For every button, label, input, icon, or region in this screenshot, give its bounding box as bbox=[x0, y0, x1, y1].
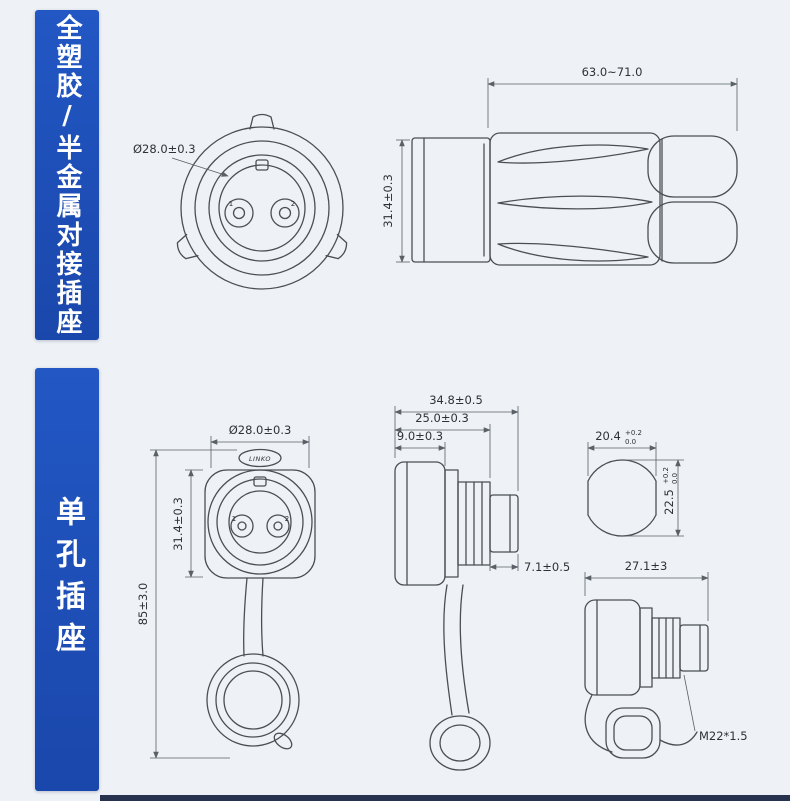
cutout-width-tol-upper: +0.2 bbox=[625, 429, 642, 437]
cutout-width-tol-lower: 0.0 bbox=[625, 438, 636, 446]
dim-plug-height: 31.4±0.3 bbox=[381, 174, 395, 228]
top-drawing: 1 2 Ø28.0±0.3 63.0~71.0 31.4±0.3 bbox=[133, 65, 738, 290]
front-view-dimension-lines bbox=[150, 436, 310, 759]
pin1-label: 1 bbox=[232, 515, 236, 523]
dim-front-width: 9.0±0.3 bbox=[397, 429, 443, 443]
brand-logo-text: LINKO bbox=[249, 455, 271, 463]
single-socket-front-view bbox=[204, 448, 316, 750]
bottom-banner-text: 单孔插座 bbox=[50, 495, 85, 664]
cutout-dimension-lines bbox=[587, 442, 684, 537]
pin2-label: 2 bbox=[291, 200, 295, 208]
thread-spec-label: M22*1.5 bbox=[699, 729, 748, 743]
dim-cutout-height: 22.5 bbox=[662, 489, 676, 515]
dim-rear-length: 27.1±3 bbox=[625, 559, 668, 573]
cutout-height-tol-lower: 0.0 bbox=[671, 473, 679, 484]
panel-view-dimension-lines bbox=[394, 406, 519, 571]
dim-socket-height: 31.4±0.3 bbox=[171, 497, 185, 551]
top-banner-text: 全塑胶/半金属对接插座 bbox=[52, 13, 82, 337]
dim-mid-width: 25.0±0.3 bbox=[415, 411, 469, 425]
rear-socket-side-view bbox=[584, 599, 709, 759]
dim-front-diameter: Ø28.0±0.3 bbox=[133, 142, 196, 156]
panel-socket-side-view bbox=[394, 461, 519, 771]
dim-total-height: 85±3.0 bbox=[136, 583, 150, 626]
dim-socket-diameter: Ø28.0±0.3 bbox=[229, 423, 292, 437]
diameter-leader-line bbox=[171, 157, 229, 177]
dim-cutout-height-group: 22.5 +0.2 0.0 bbox=[662, 467, 679, 515]
rear-view-dimension-lines bbox=[584, 572, 709, 732]
mating-plug-side-view bbox=[411, 132, 738, 266]
panel-cutout-view bbox=[587, 459, 657, 537]
cutout-height-tol-upper: +0.2 bbox=[662, 467, 670, 484]
bottom-drawing: LINKO 1 2 Ø28.0±0.3 31.4±0.3 85±3.0 bbox=[136, 393, 748, 771]
pin1-label: 1 bbox=[229, 200, 233, 208]
dim-total-width: 34.8±0.5 bbox=[429, 393, 483, 407]
dim-tail-length: 7.1±0.5 bbox=[524, 560, 570, 574]
pin2-label: 2 bbox=[285, 515, 289, 523]
mating-socket-front-view bbox=[176, 113, 348, 290]
bottom-section-banner: 单孔插座 bbox=[35, 368, 99, 791]
dim-plug-length: 63.0~71.0 bbox=[582, 65, 643, 79]
next-section-edge bbox=[100, 795, 790, 801]
top-section-banner: 全塑胶/半金属对接插座 bbox=[35, 10, 99, 340]
top-side-dimension-lines bbox=[396, 78, 738, 263]
dim-cutout-width: 20.4 bbox=[595, 429, 621, 443]
